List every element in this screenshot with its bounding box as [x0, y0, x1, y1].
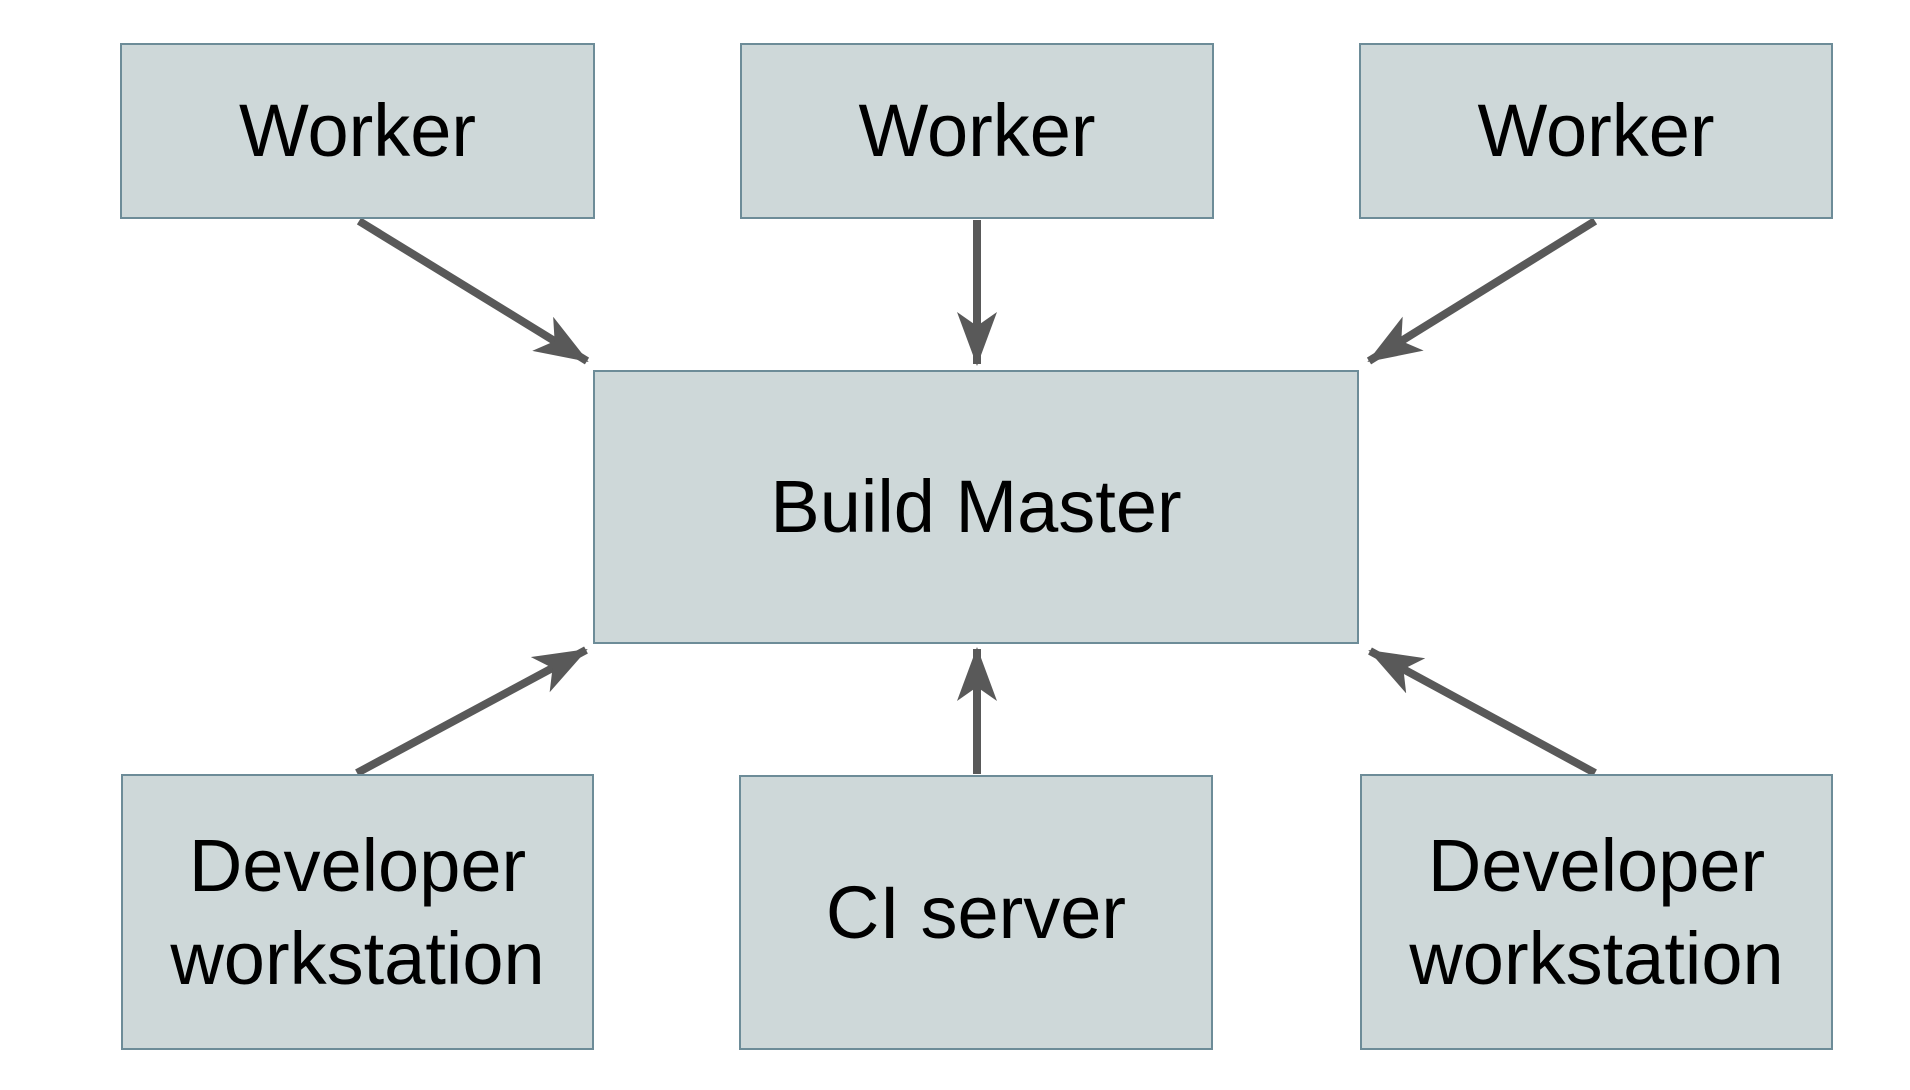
node-ci-server-label: CI server	[825, 870, 1127, 954]
node-ci-server: CI server	[739, 775, 1213, 1050]
node-worker-middle-label: Worker	[858, 89, 1096, 173]
node-worker-left: Worker	[120, 43, 595, 219]
arrow-worker-right-to-build-master	[1366, 217, 1598, 365]
node-worker-right-label: Worker	[1477, 89, 1715, 173]
arrow-worker-left-to-build-master	[356, 217, 590, 365]
node-dev-workstation-right-label: Developer workstation	[1409, 823, 1784, 1000]
node-build-master-label: Build Master	[770, 465, 1182, 549]
node-dev-workstation-right: Developer workstation	[1360, 774, 1833, 1050]
arrow-dev-workstation-left-to-build-master	[355, 646, 588, 777]
node-worker-right: Worker	[1359, 43, 1833, 219]
arrow-dev-workstation-right-to-build-master	[1368, 647, 1597, 777]
node-worker-left-label: Worker	[238, 89, 477, 173]
node-worker-middle: Worker	[740, 43, 1214, 219]
node-dev-workstation-left-label: Developer workstation	[170, 823, 545, 1000]
node-build-master: Build Master	[593, 370, 1359, 644]
node-dev-workstation-left: Developer workstation	[121, 774, 594, 1050]
